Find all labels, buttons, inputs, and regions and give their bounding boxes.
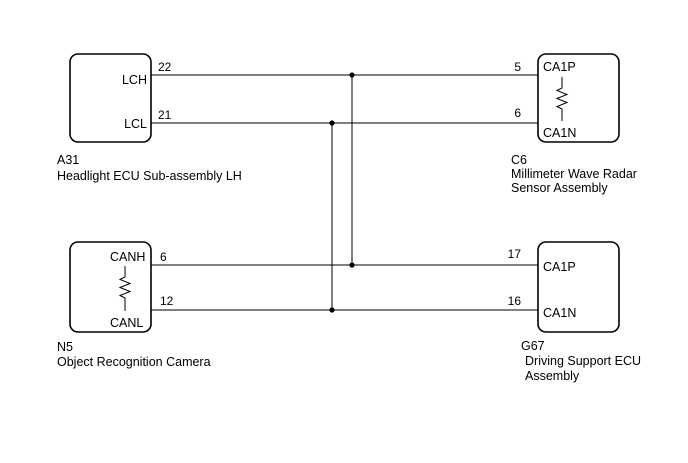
a31-terminal-lcl: LCL <box>124 117 147 131</box>
n5-pin-6: 6 <box>160 250 167 264</box>
g67-name-line2: Assembly <box>525 369 580 383</box>
a31-terminal-lch: LCH <box>122 73 147 87</box>
n5-name: Object Recognition Camera <box>57 355 211 369</box>
n5-terminal-canh: CANH <box>110 250 145 264</box>
junction-high-top <box>349 72 355 78</box>
c6-terminating-resistor <box>555 77 569 121</box>
component-a31: LCH LCL 22 21 A31 Headlight ECU Sub-asse… <box>57 53 242 183</box>
g67-name-line1: Driving Support ECU <box>525 354 641 368</box>
component-n5: CANH CANL 6 12 N5 Object Recognition Cam… <box>57 241 211 369</box>
wires <box>151 72 538 313</box>
a31-box <box>69 53 152 143</box>
n5-terminal-canl: CANL <box>110 316 143 330</box>
g67-pin-16: 16 <box>508 294 522 308</box>
n5-box <box>69 241 152 333</box>
g67-id: G67 <box>521 339 545 353</box>
c6-pin-6: 6 <box>514 106 521 120</box>
c6-name-line1: Millimeter Wave Radar <box>511 167 637 181</box>
g67-terminal-ca1n: CA1N <box>543 306 576 320</box>
a31-name: Headlight ECU Sub-assembly LH <box>57 169 242 183</box>
c6-terminal-ca1p: CA1P <box>543 60 576 74</box>
c6-terminal-ca1n: CA1N <box>543 126 576 140</box>
n5-pin-12: 12 <box>160 294 174 308</box>
a31-pin-21: 21 <box>158 108 172 122</box>
g67-terminal-ca1p: CA1P <box>543 260 576 274</box>
n5-terminating-resistor <box>118 266 132 311</box>
component-c6: CA1P CA1N 5 6 C6 Millimeter Wave Radar S… <box>511 53 637 195</box>
component-g67: CA1P CA1N 17 16 G67 Driving Support ECU … <box>508 241 641 383</box>
c6-pin-5: 5 <box>514 60 521 74</box>
a31-id: A31 <box>57 153 79 167</box>
c6-name-line2: Sensor Assembly <box>511 181 608 195</box>
n5-id: N5 <box>57 340 73 354</box>
c6-box <box>537 53 620 143</box>
junction-high-bottom <box>349 262 355 268</box>
c6-id: C6 <box>511 153 527 167</box>
junction-low-top <box>329 120 335 126</box>
junction-low-bottom <box>329 307 335 313</box>
g67-box <box>537 241 620 333</box>
a31-pin-22: 22 <box>158 60 172 74</box>
g67-pin-17: 17 <box>508 247 522 261</box>
